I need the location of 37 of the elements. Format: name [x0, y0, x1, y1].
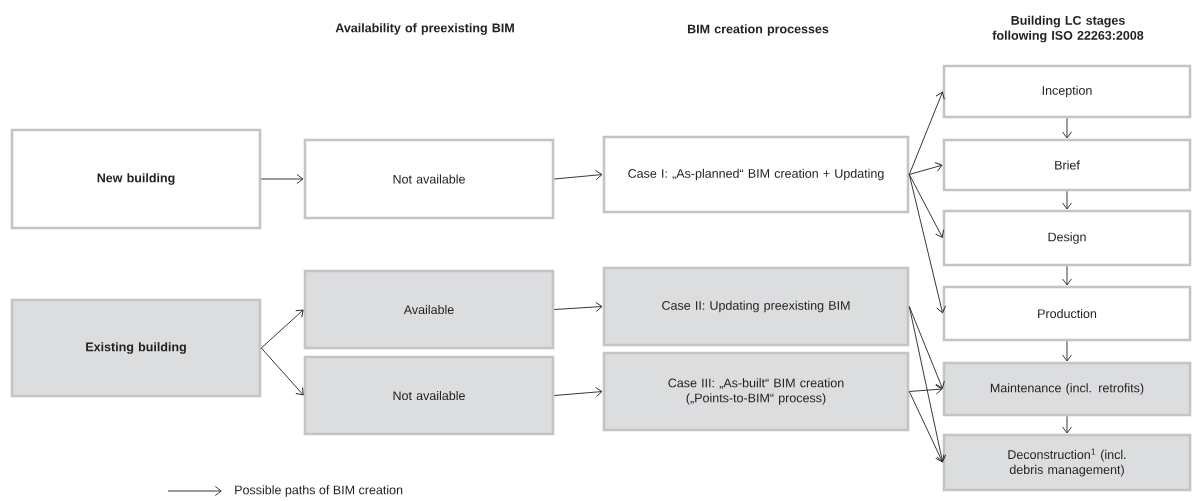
- column-heading: Availability of preexisting BIM: [335, 23, 514, 35]
- arrow: [908, 162, 943, 175]
- arrow: [908, 91, 945, 175]
- arrow: [260, 347, 304, 396]
- arrow: [1062, 117, 1072, 139]
- column-heading: BIM creation processes: [688, 24, 829, 36]
- arrow: [908, 306, 945, 389]
- stage-box: Inception: [942, 64, 1192, 119]
- process-box: Existing building: [10, 298, 262, 398]
- process-box: Case III: „As-built“ BIM creation („Points-to-BIM“ process): [602, 351, 910, 432]
- stage-box: Design: [942, 209, 1192, 267]
- stage-box: Maintenance (incl. retrofits): [942, 361, 1192, 417]
- arrow: [908, 391, 945, 463]
- stage-box: Brief: [942, 138, 1192, 192]
- stage-box: Production: [942, 285, 1192, 342]
- column-heading: Building LC stages following ISO 22263:2008: [992, 15, 1144, 43]
- process-box: Not available: [303, 355, 555, 436]
- arrow: [908, 174, 946, 314]
- arrow: [908, 306, 947, 463]
- arrow: [1062, 415, 1072, 434]
- arrow: [1062, 265, 1072, 286]
- process-box: Not available: [303, 138, 555, 220]
- process-box: Case II: Updating preexisting BIM: [602, 266, 910, 347]
- stage-box: Deconstruction$^{1}$ (incl. debris management): [942, 433, 1192, 492]
- process-box: New building: [10, 128, 262, 230]
- arrow: [260, 174, 304, 184]
- arrow: [260, 309, 304, 349]
- arrow: [908, 384, 943, 395]
- arrow: [553, 170, 603, 181]
- arrow: [553, 387, 603, 397]
- process-box: Available: [303, 269, 555, 350]
- arrow: [908, 174, 944, 238]
- arrow: [553, 302, 603, 312]
- arrow: [1062, 340, 1072, 362]
- legend-text: Possible paths of BIM creation: [235, 485, 403, 497]
- arrow: [1062, 190, 1072, 210]
- process-box: Case I: „As-planned“ BIM creation + Updating: [602, 135, 910, 214]
